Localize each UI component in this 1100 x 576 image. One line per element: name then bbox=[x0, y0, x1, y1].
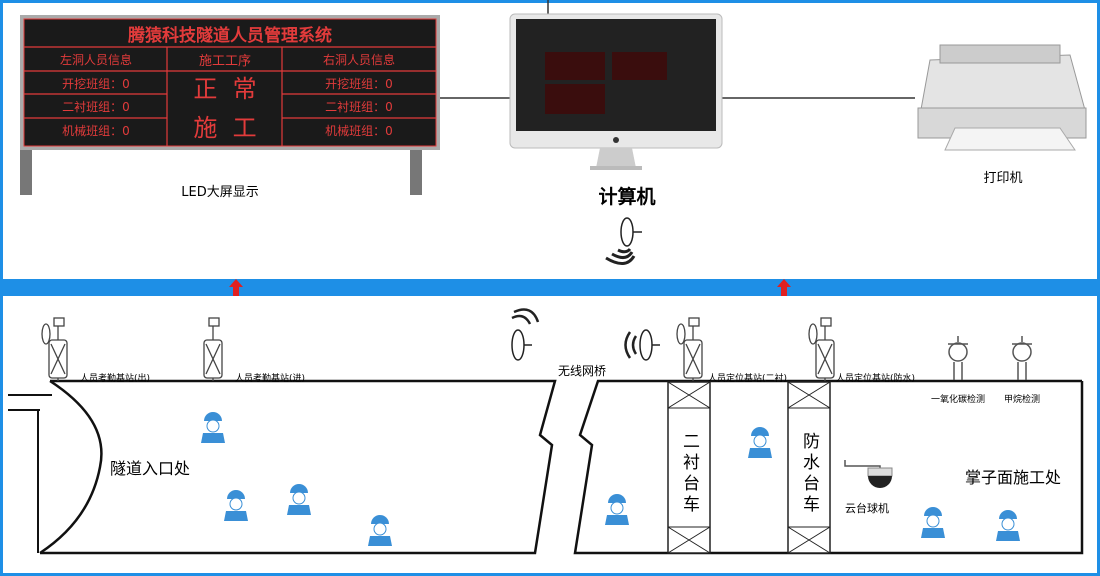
station-label: 人员考勤基站(出) bbox=[80, 372, 150, 384]
tunnel-entrance-label: 隧道入口处 bbox=[110, 459, 190, 478]
led-right-row: 机械班组：0 bbox=[325, 123, 393, 138]
trolley bbox=[667, 381, 711, 554]
led-right-header: 右洞人员信息 bbox=[323, 52, 395, 67]
trolley bbox=[787, 381, 831, 554]
led-right-row: 开挖班组：0 bbox=[325, 76, 393, 91]
up-arrow-left bbox=[229, 279, 243, 296]
printer-caption: 打印机 bbox=[983, 171, 1022, 186]
worker-icon bbox=[287, 484, 311, 515]
methane-detector-label: 甲烷检测 bbox=[1004, 393, 1040, 405]
led-left-row: 开挖班组：0 bbox=[62, 76, 130, 91]
station-label: 人员考勤基站(进) bbox=[235, 372, 305, 384]
led-board: 腾猿科技隧道人员管理系统 左洞人员信息 施工工序 右洞人员信息 开挖班组：0 二… bbox=[20, 15, 440, 195]
worker-icon bbox=[368, 515, 392, 546]
ptz-camera-label: 云台球机 bbox=[845, 501, 889, 515]
led-caption: LED大屏显示 bbox=[181, 185, 258, 200]
station-label: 人员定位基站(二衬) bbox=[708, 372, 787, 384]
computer-monitor-icon bbox=[509, 13, 723, 170]
computer-caption: 计算机 bbox=[598, 185, 655, 208]
trolley-label-fangshui: 防水台车 bbox=[799, 432, 819, 516]
methane-detector-icon bbox=[1012, 336, 1032, 380]
worker-icon bbox=[921, 507, 945, 538]
led-status-line2: 施 工 bbox=[193, 114, 256, 142]
worker-icon bbox=[605, 494, 629, 525]
ptz-camera-icon bbox=[844, 460, 893, 488]
base-station-icon bbox=[41, 317, 68, 381]
co-detector-icon bbox=[948, 336, 968, 380]
led-left-header: 左洞人员信息 bbox=[60, 52, 132, 67]
wireless-bridge-antenna-icon bbox=[624, 329, 660, 361]
tunnel-face-label: 掌子面施工处 bbox=[965, 468, 1061, 487]
led-right-row: 二衬班组：0 bbox=[325, 100, 393, 114]
worker-icon bbox=[996, 510, 1020, 541]
wireless-bridge-label: 无线网桥 bbox=[558, 364, 606, 378]
worker-icon bbox=[748, 427, 772, 458]
led-status-line1: 正 常 bbox=[193, 75, 256, 103]
base-station-icon bbox=[203, 317, 223, 381]
wireless-bridge-antenna-icon bbox=[511, 308, 540, 361]
led-title: 腾猿科技隧道人员管理系统 bbox=[128, 25, 332, 46]
base-station-icon bbox=[808, 317, 835, 381]
wireless-antenna-icon bbox=[605, 217, 642, 265]
led-left-row: 机械班组：0 bbox=[62, 123, 130, 138]
co-detector-label: 一氧化碳检测 bbox=[931, 393, 985, 405]
station-label: 人员定位基站(防水) bbox=[836, 372, 915, 384]
led-left-row: 二衬班组：0 bbox=[62, 100, 130, 114]
worker-icon bbox=[224, 490, 248, 521]
network-bus-bar bbox=[0, 279, 1100, 296]
led-center-header: 施工工序 bbox=[199, 54, 251, 69]
printer-icon bbox=[917, 44, 1087, 151]
tunnel-outline bbox=[8, 379, 1084, 555]
up-arrow-right bbox=[777, 279, 791, 296]
trolley-label-erchen: 二衬台车 bbox=[679, 432, 699, 516]
worker-icon bbox=[201, 412, 225, 443]
base-station-icon bbox=[676, 317, 703, 381]
